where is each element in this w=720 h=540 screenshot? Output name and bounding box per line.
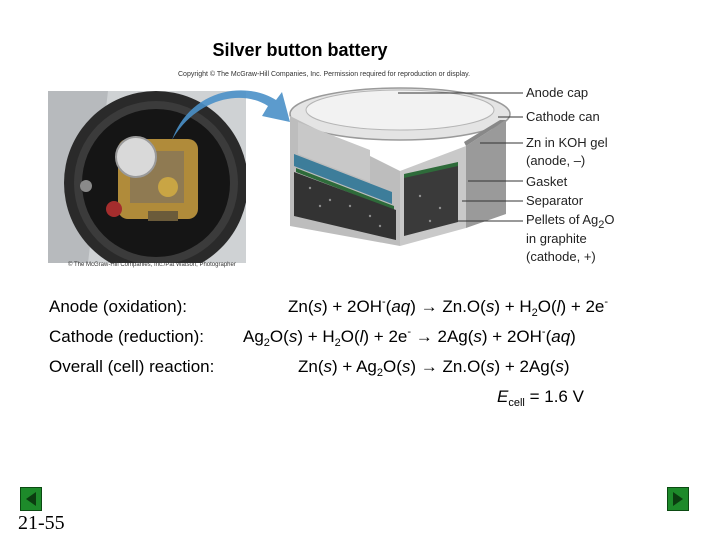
triangle-left-icon <box>21 488 41 510</box>
anode-equation: Zn(s) + 2OH-(aq) → Zn.O(s) + H2O(l) + 2e… <box>288 297 608 317</box>
previous-slide-button[interactable] <box>20 487 42 511</box>
anode-label: Anode (oxidation): <box>49 297 187 317</box>
label-zn-gel: Zn in KOH gel <box>526 135 608 150</box>
slide-number: 21-55 <box>18 512 65 535</box>
label-zn-gel-anode: (anode, –) <box>526 153 585 168</box>
label-cathode-plus: (cathode, +) <box>526 249 596 264</box>
label-gasket: Gasket <box>526 174 567 189</box>
ecell-value: Ecell = 1.6 V <box>497 387 584 407</box>
triangle-right-icon <box>668 488 688 510</box>
next-slide-button[interactable] <box>667 487 689 511</box>
label-cathode-can: Cathode can <box>526 109 600 124</box>
overall-label: Overall (cell) reaction: <box>49 357 214 377</box>
overall-equation: Zn(s) + Ag2O(s) → Zn.O(s) + 2Ag(s) <box>298 357 570 377</box>
label-separator: Separator <box>526 193 583 208</box>
label-anode-cap: Anode cap <box>526 85 588 100</box>
cathode-equation: Ag2O(s) + H2O(l) + 2e- → 2Ag(s) + 2OH-(a… <box>243 327 576 347</box>
label-pellets: Pellets of Ag2O <box>526 212 615 227</box>
label-in-graphite: in graphite <box>526 231 587 246</box>
cathode-label: Cathode (reduction): <box>49 327 204 347</box>
